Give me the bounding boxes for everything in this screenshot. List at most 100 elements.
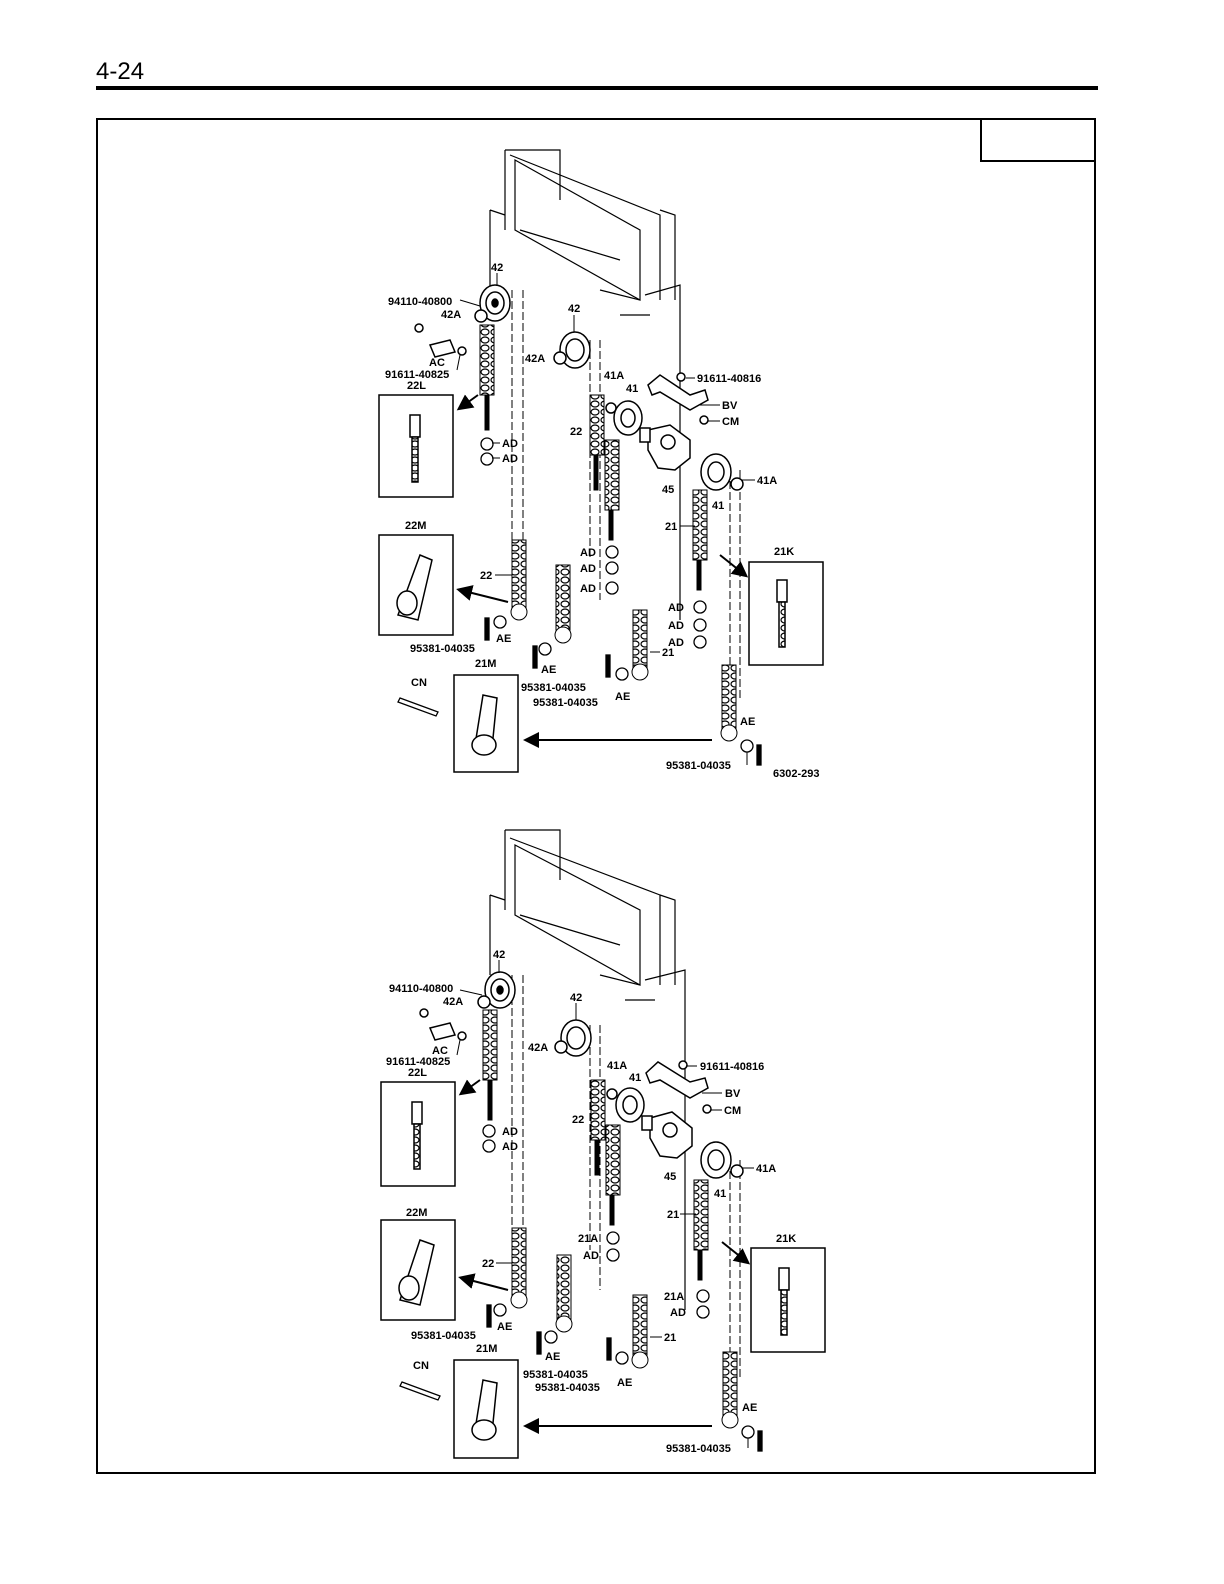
label-ae: AE — [617, 1377, 632, 1389]
label-cn: CN — [411, 677, 427, 689]
label-ad: AD — [668, 602, 684, 614]
inset-22m — [378, 534, 454, 636]
nuts-ad — [480, 437, 707, 649]
sheave-42-left — [474, 284, 511, 323]
mast-frame — [489, 829, 686, 1310]
label-part-number: 91611-40816 — [697, 373, 761, 385]
label-bv: BV — [722, 400, 738, 412]
label-21a: 21A — [578, 1233, 598, 1245]
figure-code: 6302-293 — [773, 768, 820, 780]
label-21: 21 — [665, 521, 677, 533]
inset-22l — [378, 394, 454, 498]
chain-21-mid — [604, 439, 620, 541]
chain-22-mid — [589, 394, 605, 491]
callout-arrows — [456, 394, 749, 748]
label-ad: AD — [580, 563, 596, 575]
label-part-number: 95381-04035 — [535, 1382, 600, 1394]
chain-21-right — [693, 1179, 709, 1281]
label-bv: BV — [725, 1088, 741, 1100]
label-ad: AD — [668, 637, 684, 649]
illustration-frame — [96, 118, 1096, 1474]
label-cm: CM — [724, 1105, 741, 1117]
label-ad: AD — [502, 1141, 518, 1153]
chain-22-left — [479, 324, 495, 431]
mast-frame — [489, 149, 681, 620]
sheave-41-top — [605, 400, 643, 436]
label-42: 42 — [493, 949, 505, 961]
label-22l: 22L — [407, 380, 426, 392]
leader-lines — [456, 960, 754, 1448]
label-41: 41 — [626, 383, 638, 395]
label-ac: AC — [432, 1045, 448, 1057]
chain-22-mid — [590, 1079, 606, 1176]
label-21: 21 — [664, 1332, 676, 1344]
label-22m: 22M — [405, 520, 426, 532]
label-41a: 41A — [756, 1163, 776, 1175]
label-22: 22 — [570, 426, 582, 438]
label-part-number: 95381-04035 — [410, 643, 475, 655]
label-41a: 41A — [757, 475, 777, 487]
chain-guide-lines — [511, 975, 741, 1380]
page-number: 4-24 — [96, 58, 145, 85]
inset-22m — [380, 1219, 456, 1321]
washers-ae-and-pins — [484, 615, 762, 766]
label-21: 21 — [662, 647, 674, 659]
cotter-cn — [399, 1381, 441, 1401]
label-ad: AD — [668, 620, 684, 632]
label-ae: AE — [496, 633, 511, 645]
label-41a: 41A — [607, 1060, 627, 1072]
sheave-41-right — [700, 1141, 744, 1179]
label-ad: AD — [502, 438, 518, 450]
sheave-42-mid — [554, 1019, 592, 1057]
label-part-number: 91611-40825 — [386, 1056, 450, 1068]
label-42: 42 — [568, 303, 580, 315]
chain-22-lower — [510, 1227, 528, 1309]
label-21a: 21A — [664, 1291, 684, 1303]
inset-22l — [380, 1081, 456, 1187]
leader-lines — [456, 273, 755, 765]
label-21k: 21K — [774, 546, 794, 558]
labels-upper: 42 94110-40800 42A AC 91611-40825 22L AD… — [385, 262, 820, 780]
chain-22-lower — [510, 539, 528, 621]
label-part-number: 91611-40816 — [700, 1061, 764, 1073]
corner-box — [980, 118, 1096, 162]
labels-lower: 42 94110-40800 42A AC 91611-40825 22L AD… — [386, 949, 796, 1455]
label-ad: AD — [502, 453, 518, 465]
chain-22-left — [482, 1009, 498, 1121]
label-cn: CN — [413, 1360, 429, 1372]
label-ad: AD — [580, 547, 596, 559]
chain-lower-mid — [555, 1254, 573, 1333]
inset-21m — [453, 1359, 519, 1459]
label-ad: AD — [502, 1126, 518, 1138]
bracket-bv — [645, 1060, 712, 1114]
chain-21-right — [692, 489, 708, 591]
inset-21k — [750, 1247, 826, 1353]
label-22: 22 — [482, 1258, 494, 1270]
diagram-lower: 42 94110-40800 42A AC 91611-40825 22L AD… — [380, 829, 826, 1459]
header-rule — [96, 86, 1098, 90]
label-ae: AE — [740, 716, 755, 728]
label-ae: AE — [541, 664, 556, 676]
label-22m: 22M — [406, 1207, 427, 1219]
part-45-bracket — [641, 1111, 693, 1159]
label-41a: 41A — [604, 370, 624, 382]
label-part-number: 95381-04035 — [533, 697, 598, 709]
label-41: 41 — [714, 1188, 726, 1200]
label-21k: 21K — [776, 1233, 796, 1245]
part-45-bracket — [639, 424, 691, 471]
label-ad: AD — [670, 1307, 686, 1319]
callout-arrows — [458, 1079, 751, 1434]
label-ad: AD — [580, 583, 596, 595]
chain-lower-mid — [554, 564, 572, 644]
label-42a: 42A — [441, 309, 461, 321]
label-ae: AE — [545, 1351, 560, 1363]
diagram-upper: 42 94110-40800 42A AC 91611-40825 22L AD… — [378, 149, 824, 780]
label-part-number: 95381-04035 — [666, 1443, 731, 1455]
label-part-number: 95381-04035 — [523, 1369, 588, 1381]
washers-ae-and-pins — [486, 1303, 763, 1452]
chain-21-mid — [605, 1124, 621, 1226]
label-part-number: 95381-04035 — [666, 760, 731, 772]
label-42: 42 — [491, 262, 503, 274]
label-ad: AD — [583, 1250, 599, 1262]
chain-21-lower — [631, 609, 649, 681]
